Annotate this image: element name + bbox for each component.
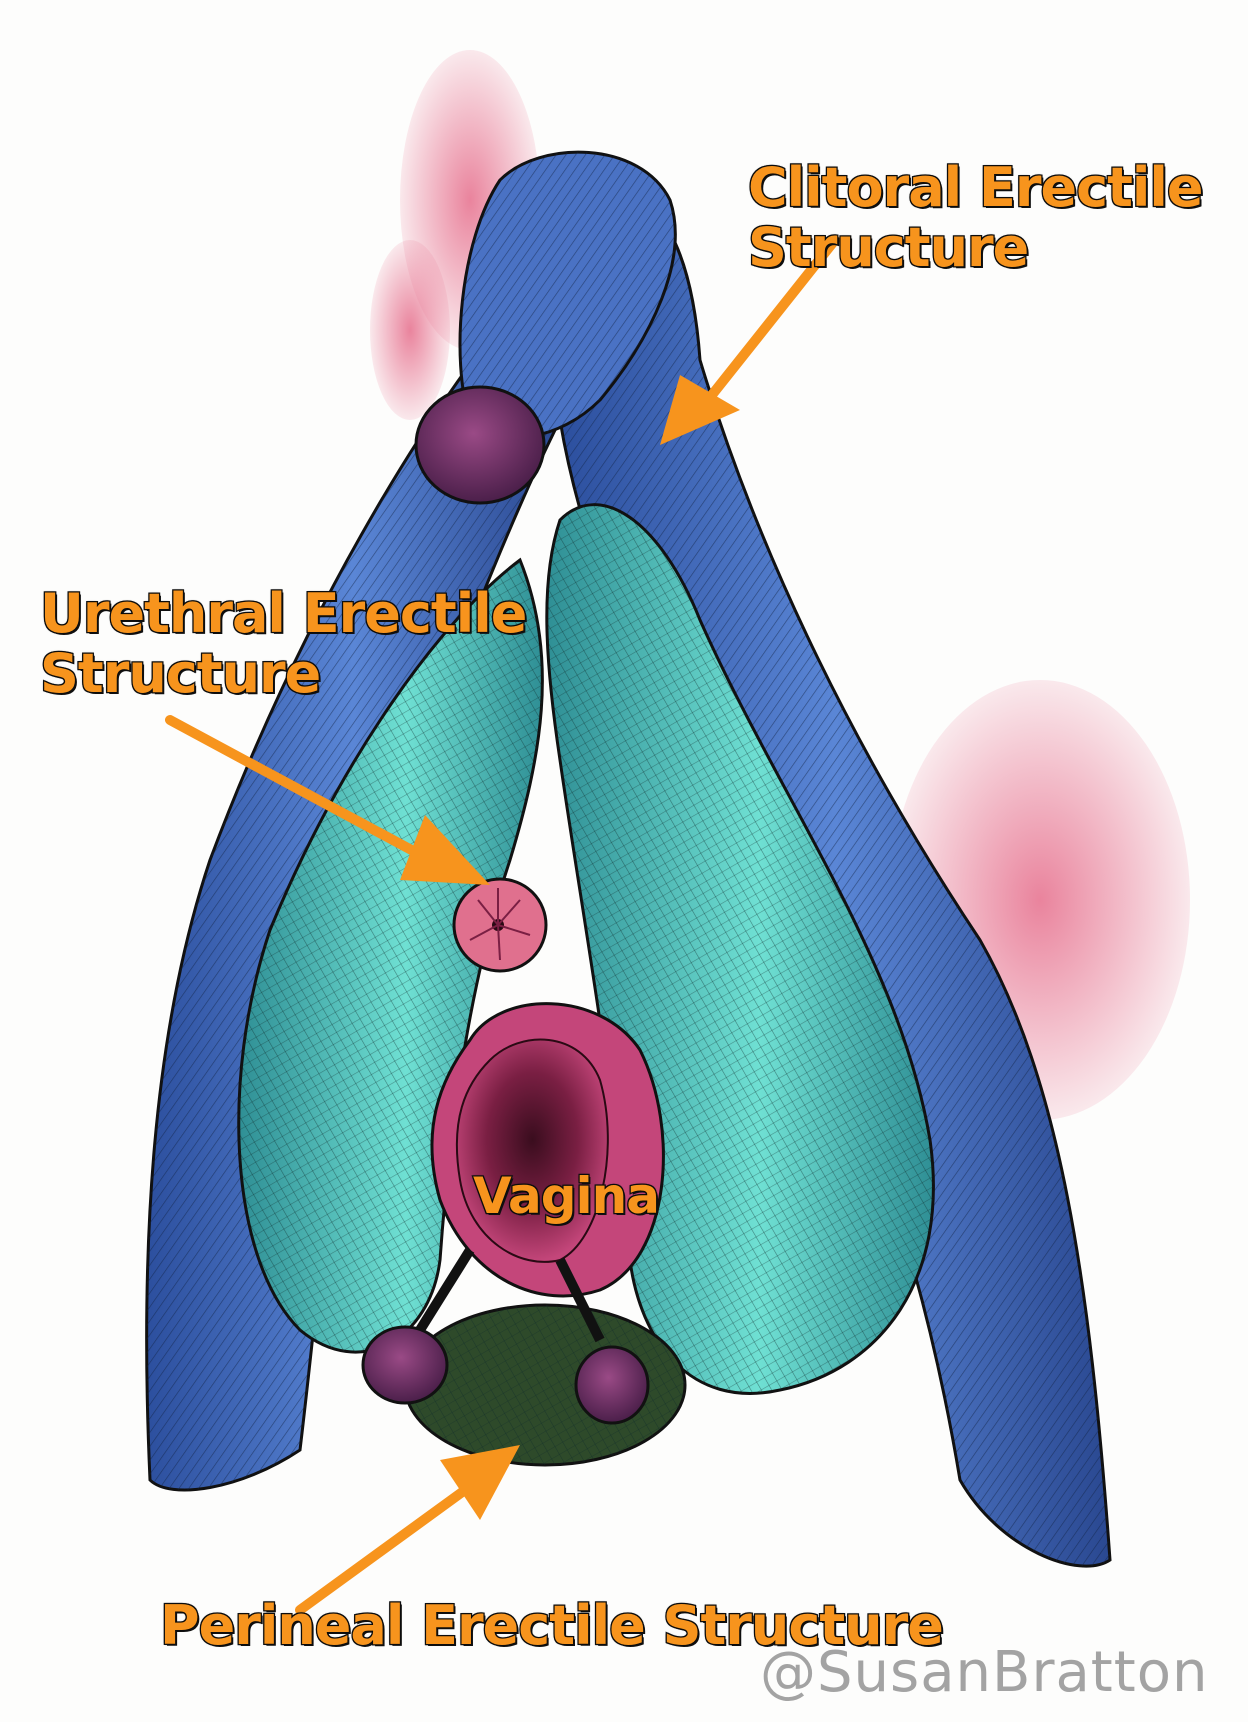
label-urethral-line-1: Urethral Erectile: [39, 582, 529, 645]
pink-wash-left: [370, 240, 450, 420]
label-perineal-erectile-structure: Perineal Erectile Structure: [159, 1594, 945, 1657]
urethral-petals: [469, 888, 531, 961]
arrow-clitoral: [660, 235, 840, 445]
label-clitoral-erectile-structure: Clitoral Erectile Structure: [747, 156, 1205, 280]
watermark: @SusanBratton: [760, 1640, 1209, 1705]
label-clitoral-line-2: Structure: [747, 216, 1031, 280]
left-gland-duct: [415, 1247, 475, 1333]
right-crus-hatch: [560, 187, 1110, 1567]
label-vagina: Vagina: [472, 1167, 661, 1226]
arrow-perineal: [295, 1445, 520, 1615]
left-bartholin-gland: [361, 1325, 449, 1405]
label-urethral-line-2: Structure: [39, 642, 323, 706]
right-gland-duct: [555, 1257, 605, 1343]
label-clitoral-line-1: Clitoral Erectile: [747, 156, 1205, 219]
left-bulb-hatch: [238, 560, 543, 1353]
label-urethral-erectile-structure: Urethral Erectile Structure: [39, 582, 529, 706]
arrow-urethral: [165, 715, 490, 885]
glans: [414, 385, 546, 505]
vaginal-canal: [455, 1038, 609, 1263]
clitoral-body-hatch: [460, 152, 676, 438]
perineal-hatch: [405, 1305, 685, 1465]
right-bartholin-gland: [574, 1345, 650, 1425]
